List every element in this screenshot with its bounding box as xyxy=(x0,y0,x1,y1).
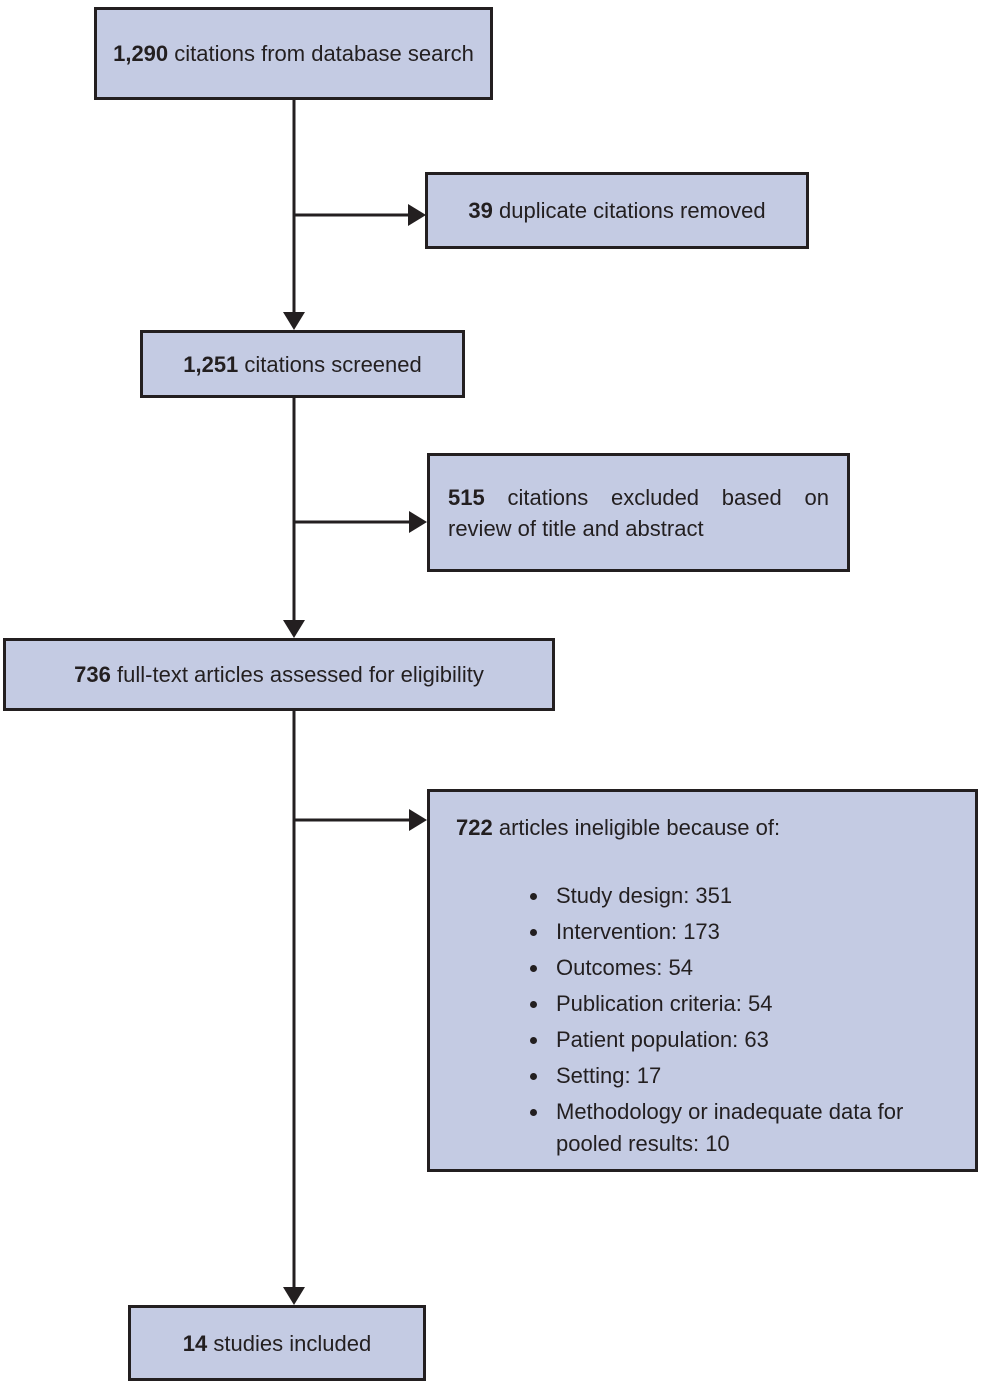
flow-box-citations-screened: 1,251 citations screened xyxy=(140,330,465,398)
arrow-right-to-duplicates-removed xyxy=(294,204,426,226)
box-text: 736 full-text articles assessed for elig… xyxy=(14,659,544,690)
flow-box-citations-excluded: 515 citations excluded based on review o… xyxy=(427,453,850,572)
box-label: citations excluded based on review of ti… xyxy=(448,484,829,541)
flow-box-articles-ineligible: 722 articles ineligible because of: Stud… xyxy=(427,789,978,1172)
ineligible-reason-item: Intervention: 173 xyxy=(550,916,951,948)
box-label: full-text articles assessed for eligibil… xyxy=(117,662,484,687)
count-value: 39 xyxy=(468,198,493,223)
arrow-down-to-studies-included xyxy=(283,710,305,1305)
box-label: duplicate citations removed xyxy=(499,198,766,223)
box-label: studies included xyxy=(213,1330,372,1356)
count-value: 722 xyxy=(456,815,493,840)
box-text: 722 articles ineligible because of: xyxy=(456,812,951,844)
flow-box-fulltext-assessed: 736 full-text articles assessed for elig… xyxy=(3,638,555,711)
ineligible-reason-item: Setting: 17 xyxy=(550,1060,951,1092)
ineligible-reason-item: Patient population: 63 xyxy=(550,1024,951,1056)
arrow-right-to-articles-ineligible xyxy=(294,809,427,831)
ineligible-reason-item: Study design: 351 xyxy=(550,880,951,912)
box-label: citations screened xyxy=(244,351,422,377)
box-text: 14 studies included xyxy=(141,1328,413,1359)
box-text: 39 duplicate citations removed xyxy=(442,195,792,226)
count-value: 1,290 xyxy=(113,41,169,66)
arrow-down-to-fulltext-assessed xyxy=(283,397,305,638)
ineligible-reason-item: Outcomes: 54 xyxy=(550,952,951,984)
box-text: 1,290 citations from database search xyxy=(109,38,478,69)
flow-box-duplicates-removed: 39 duplicate citations removed xyxy=(425,172,809,249)
arrow-down-to-screened xyxy=(283,99,305,330)
ineligible-reason-item: Publication criteria: 54 xyxy=(550,988,951,1020)
count-value: 14 xyxy=(182,1330,208,1356)
arrow-right-to-citations-excluded xyxy=(294,511,427,533)
count-value: 1,251 xyxy=(183,351,239,377)
flow-box-studies-included: 14 studies included xyxy=(128,1305,426,1381)
ineligible-reasons-list: Study design: 351Intervention: 173Outcom… xyxy=(456,880,951,1160)
flow-box-database-search: 1,290 citations from database search xyxy=(94,7,493,100)
box-text: 515 citations excluded based on review o… xyxy=(448,482,829,544)
box-text: 1,251 citations screened xyxy=(155,349,450,380)
ineligible-reason-item: Methodology or inadequate data for poole… xyxy=(550,1096,951,1160)
count-value: 515 xyxy=(448,484,485,510)
box-label: articles ineligible because of: xyxy=(498,815,781,840)
box-label: citations from database search xyxy=(174,41,474,66)
count-value: 736 xyxy=(74,662,111,687)
